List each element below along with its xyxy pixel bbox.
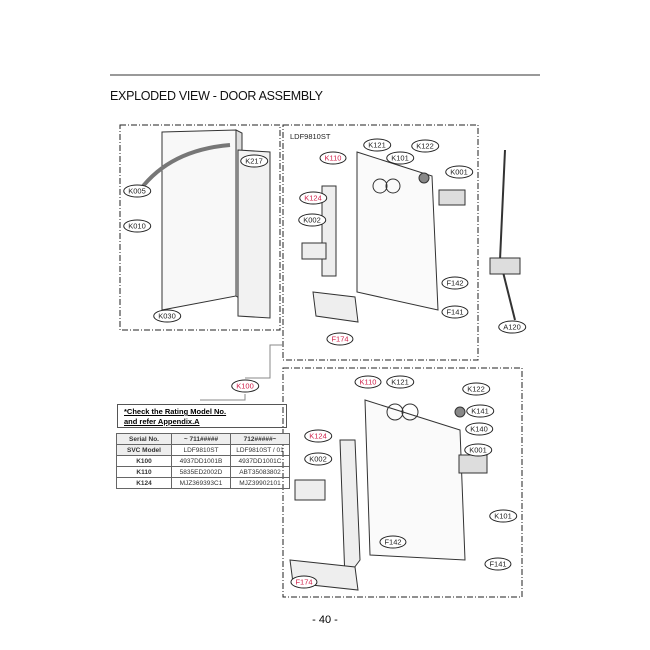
callout-f174-bottom: F174	[290, 575, 318, 589]
table-cell: 5835ED2002D	[171, 466, 231, 478]
table-cell: ABT35083802	[230, 466, 290, 478]
table-row: K124 MJZ369393C1 MJZ39902101	[116, 477, 290, 489]
callout-k101-bottom: K101	[489, 509, 517, 523]
serial-table: Serial No. ~ 711##### 712#####~ SVC Mode…	[116, 433, 290, 489]
outer-door-box	[119, 124, 281, 331]
table-cell: K124	[116, 477, 172, 489]
note-line-2: and refer Appendix.A	[124, 417, 200, 426]
model-label: LDF9810ST	[290, 132, 331, 141]
inner-door-bottom-box	[282, 367, 523, 598]
table-cell: 4937DD1001C	[230, 455, 290, 467]
appendix-note: *Check the Rating Model No. and refer Ap…	[117, 404, 287, 428]
table-row: SVC Model LDF9810ST LDF9810ST / 01	[116, 444, 290, 456]
callout-k001: K001	[445, 165, 473, 179]
table-row: K110 5835ED2002D ABT35083802	[116, 466, 290, 478]
page-title: EXPLODED VIEW - DOOR ASSEMBLY	[110, 89, 323, 103]
callout-k100: K100	[231, 379, 259, 393]
callout-f142-bottom: F142	[379, 535, 407, 549]
callout-k001-bottom: K001	[464, 443, 492, 457]
table-header: ~ 711#####	[171, 433, 231, 445]
table-cell: MJZ369393C1	[171, 477, 231, 489]
callout-k124: K124	[299, 191, 327, 205]
callout-k122: K122	[411, 139, 439, 153]
callout-k121-bottom: K121	[386, 375, 414, 389]
callout-k122-bottom: K122	[462, 382, 490, 396]
callout-k110-bottom: K110	[354, 375, 382, 389]
callout-k121: K121	[363, 138, 391, 152]
table-cell: K110	[116, 466, 172, 478]
table-row: K100 4937DD1001B 4937DD1001C	[116, 455, 290, 467]
inner-door-top-art	[301, 149, 521, 323]
page-number: - 40 -	[312, 614, 338, 626]
inner-door-bottom-art	[289, 399, 488, 591]
callout-k010: K010	[123, 219, 151, 233]
note-line-1: *Check the Rating Model No.	[124, 407, 227, 416]
callout-k002: K002	[298, 213, 326, 227]
table-cell: 4937DD1001B	[171, 455, 231, 467]
callout-f174: F174	[326, 332, 354, 346]
callout-k110: K110	[319, 151, 347, 165]
connector-line	[245, 344, 283, 379]
table-cell: K100	[116, 455, 172, 467]
callout-k141: K141	[466, 404, 494, 418]
header-rule	[110, 74, 540, 76]
table-cell: SVC Model	[116, 444, 172, 456]
callout-k140: K140	[465, 422, 493, 436]
callout-k101: K101	[386, 151, 414, 165]
callout-k124-bottom: K124	[304, 429, 332, 443]
callout-k217: K217	[240, 154, 268, 168]
outer-door-art	[138, 129, 271, 319]
inner-door-top-box	[282, 124, 479, 361]
callout-k005: K005	[123, 184, 151, 198]
callout-f142: F142	[441, 276, 469, 290]
callout-f141-bottom: F141	[484, 557, 512, 571]
table-cell: LDF9810ST	[171, 444, 231, 456]
table-header-row: Serial No. ~ 711##### 712#####~	[116, 433, 290, 445]
callout-f141: F141	[441, 305, 469, 319]
callout-a120: A120	[498, 320, 526, 334]
table-cell: MJZ39902101	[230, 477, 290, 489]
callout-k030: K030	[153, 309, 181, 323]
table-cell: LDF9810ST / 01	[230, 444, 290, 456]
callout-k002-bottom: K002	[304, 452, 332, 466]
table-header: 712#####~	[230, 433, 290, 445]
table-header: Serial No.	[116, 433, 172, 445]
